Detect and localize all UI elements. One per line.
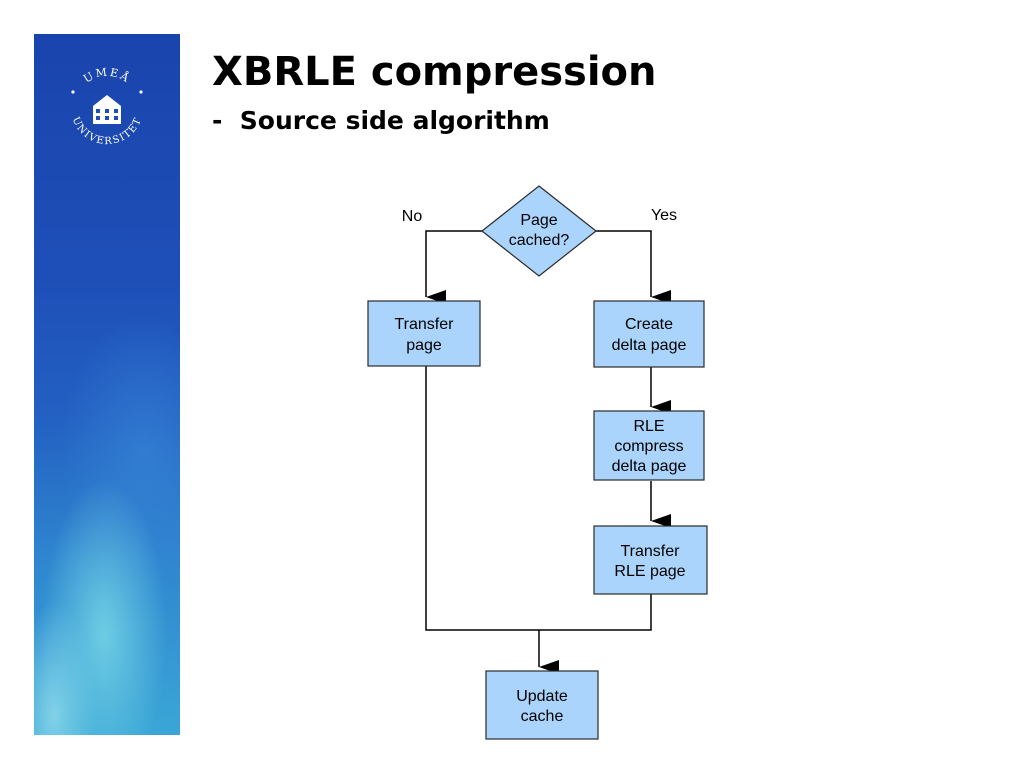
update-cache-line-1: Update [516,688,568,705]
transfer-rle-line-2: RLE page [614,563,685,580]
decision-line-2: cached? [509,232,570,249]
edge-decision-no [425,230,482,304]
node-transfer-rle-page: Transfer RLE page [593,525,708,595]
rle-compress-line-1: RLE [633,418,664,435]
connectors [425,230,671,674]
node-transfer-page: Transfer page [367,300,481,367]
rle-compress-line-2: compress [614,438,683,455]
transfer-page-line-1: Transfer [395,316,455,333]
sidebar-banner: UMEÅ UNIVERSITET [34,34,180,735]
branch-label-no: No [402,208,423,225]
branch-label-yes: Yes [651,207,677,224]
node-rle-compress: RLE compress delta page [593,410,705,481]
slide-title: XBRLE compression [212,49,657,95]
university-logo: UMEÅ UNIVERSITET [70,65,143,147]
decision-line-1: Page [520,212,557,229]
update-cache-line-2: cache [521,708,564,725]
create-delta-line-1: Create [625,316,673,333]
transfer-rle-line-1: Transfer [621,543,681,560]
decision-page-cached: Page cached? [481,185,597,277]
building-emblem-icon [93,95,121,124]
transfer-page-line-2: page [406,337,442,354]
create-delta-line-2: delta page [612,337,687,354]
slide-subtitle: - Source side algorithm [212,106,550,135]
node-update-cache: Update cache [485,670,599,740]
edge-decision-yes [596,230,671,304]
node-create-delta-page: Create delta page [593,300,705,368]
rle-compress-line-3: delta page [612,458,687,475]
